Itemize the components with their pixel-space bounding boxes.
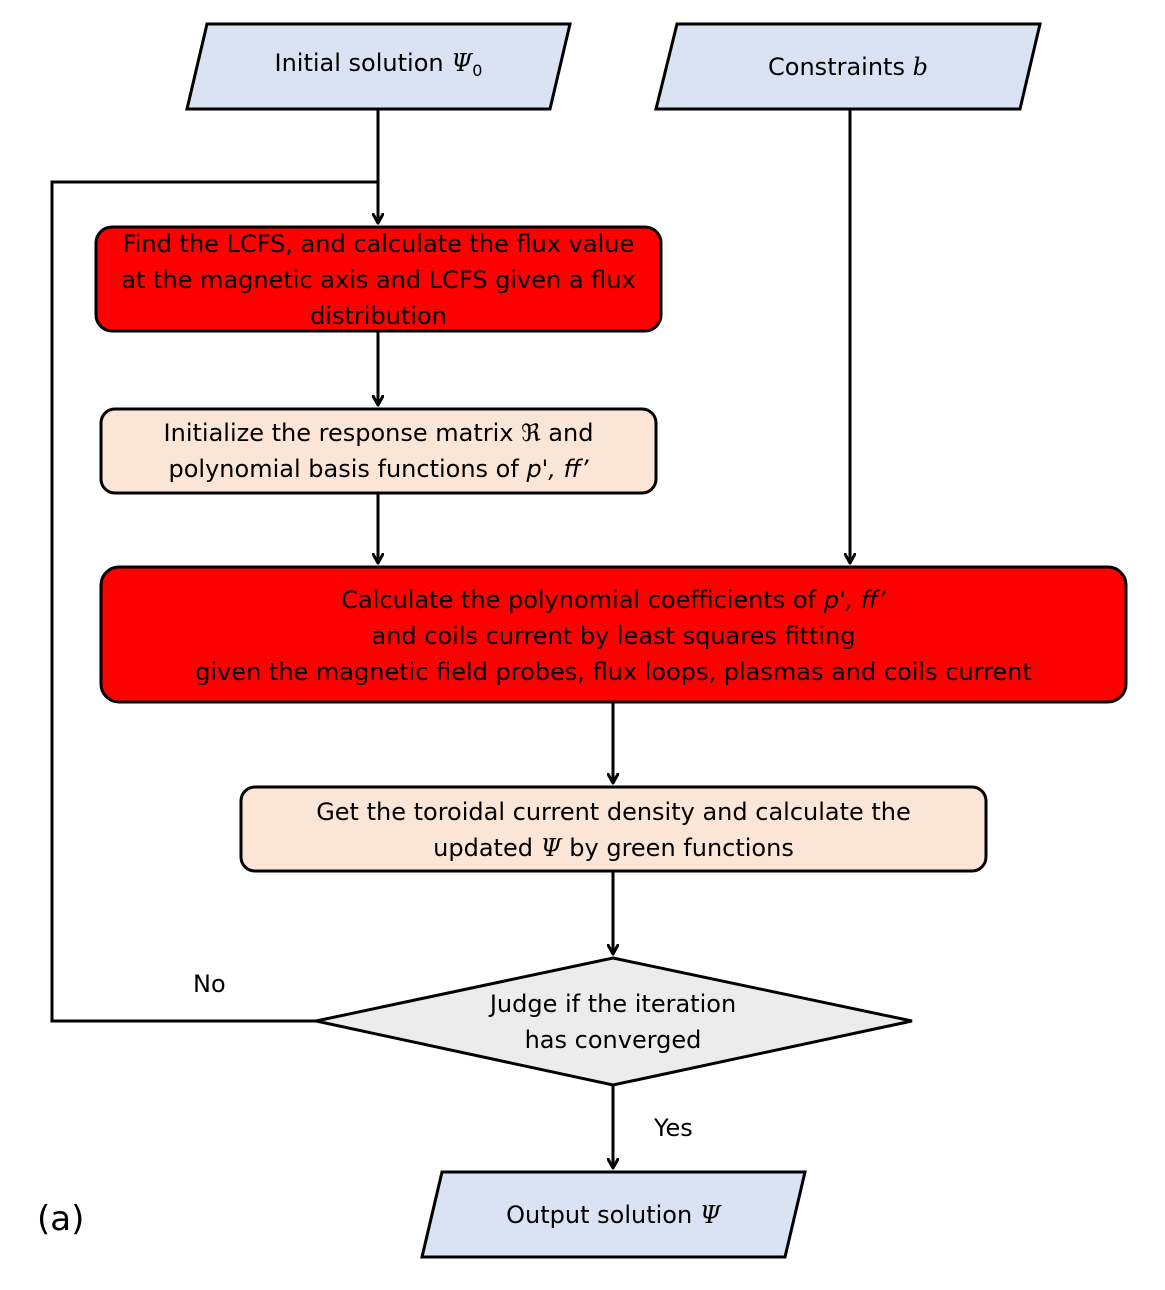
psi-subscript: 0 xyxy=(472,60,483,80)
constraints-text: Constraints xyxy=(768,52,913,81)
response-matrix-symbol: ℜ xyxy=(521,419,541,447)
initialize-line-1-post: and xyxy=(540,419,594,447)
calculate-line-3: given the magnetic field probes, flux lo… xyxy=(195,658,1032,686)
output-solution-shape xyxy=(420,1170,807,1259)
initial-solution-shape xyxy=(185,22,572,111)
calculate-line-1-italic: p', ff’ xyxy=(823,586,886,614)
get-current-line-2-pre: updated xyxy=(433,834,541,862)
psi-updated-symbol: Ψ xyxy=(540,834,562,862)
initial-solution-node: Initial solution Ψ0 xyxy=(197,24,560,109)
judge-node: Judge if the iteration has converged xyxy=(413,986,813,1058)
initialize-line-2-italic: p', ff’ xyxy=(526,455,589,483)
psi-symbol: Ψ xyxy=(451,48,473,77)
panel-label: (a) xyxy=(37,1199,85,1239)
no-edge-label: No xyxy=(193,970,226,998)
find-lcfs-line-1: Find the LCFS, and calculate the flux va… xyxy=(122,230,635,258)
find-lcfs-node: Find the LCFS, and calculate the flux va… xyxy=(96,226,661,334)
initialize-line-2-pre: polynomial basis functions of xyxy=(168,455,527,483)
find-lcfs-line-2: at the magnetic axis and LCFS given a fl… xyxy=(121,266,636,294)
get-current-node: Get the toroidal current density and cal… xyxy=(241,794,986,866)
output-solution-node: Output solution Ψ xyxy=(432,1172,795,1257)
constraints-shape xyxy=(654,22,1042,111)
judge-line-1: Judge if the iteration xyxy=(489,990,737,1018)
feedback-loop-no xyxy=(50,180,378,1023)
judge-line-2: has converged xyxy=(524,1026,702,1054)
find-lcfs-line-3: distribution xyxy=(310,302,447,330)
get-current-line-2-post: by green functions xyxy=(561,834,794,862)
psi-output-symbol: Ψ xyxy=(699,1200,721,1229)
output-solution-text: Output solution xyxy=(506,1200,700,1229)
initialize-node: Initialize the response matrix ℜ and pol… xyxy=(101,415,656,487)
calculate-line-2: and coils current by least squares fitti… xyxy=(371,622,856,650)
calculate-node: Calculate the polynomial coefficients of… xyxy=(101,582,1126,690)
initial-solution-text: Initial solution xyxy=(274,48,452,77)
yes-edge-label: Yes xyxy=(654,1114,693,1142)
initialize-line-1-pre: Initialize the response matrix xyxy=(163,419,522,447)
b-symbol: b xyxy=(912,52,928,81)
constraints-node: Constraints b xyxy=(666,24,1030,109)
calculate-line-1-pre: Calculate the polynomial coefficients of xyxy=(341,586,824,614)
get-current-line-1: Get the toroidal current density and cal… xyxy=(316,798,911,826)
